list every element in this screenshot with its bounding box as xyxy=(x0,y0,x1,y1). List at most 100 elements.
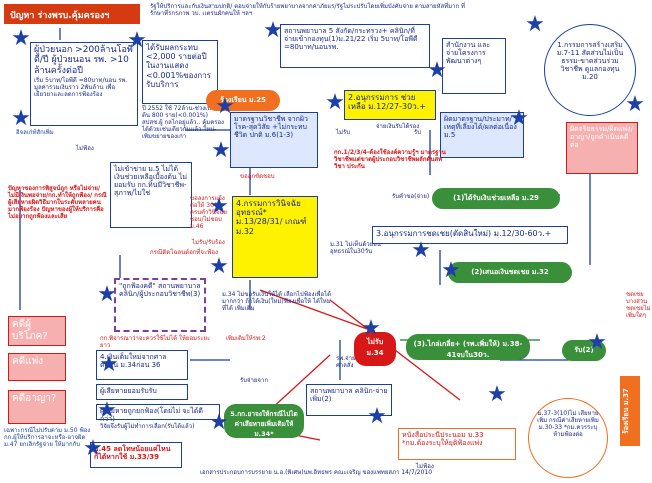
not-entitled-box: ไม่เข้าข่าย ม.5 ไม่ได้เงินช่วยเหลือเบื้อ… xyxy=(110,162,192,228)
sub1-circle: 1.กรรมการสร้างเสริม ม.7-11 สัดส่วนไม่เป็… xyxy=(544,24,636,116)
star-icon: ★ xyxy=(625,92,645,117)
star-icon: ★ xyxy=(127,28,147,53)
criminal-note: เฉพาะกรณีไม่ปรับตาม ม.50 ฟ้อง กก.ผู้ให้บ… xyxy=(4,427,91,448)
office-box: สำนักงาน และจ่ายโครงการ พัฒนาต่างๆ xyxy=(442,38,506,94)
damage-text: ผู้เสียหายยอมรับรับ xyxy=(100,387,157,395)
roadmap-pill[interactable]: ร้องเรียน ม.25 xyxy=(206,90,280,111)
star-icon: ★ xyxy=(209,254,229,279)
star-icon: ★ xyxy=(215,94,235,119)
star-icon: ★ xyxy=(211,138,231,163)
right-no-sue: ไม่ฟ้อง xyxy=(416,463,434,470)
damage2-box: ผู้เสียหายถูกยกฟ้อง(โดยไม่ จะได้ดีกว่า) xyxy=(96,404,220,424)
receive-left: ไม่รับ xyxy=(336,129,351,136)
accept-right: รับ xyxy=(414,129,422,136)
committee-side: ขอลงการแจ้งต่อให้ 30วันครบคำวินิจฉัยชอบ/… xyxy=(190,195,228,230)
fund-note: เพิ่มเติมให้รพ.2 xyxy=(226,335,266,342)
compensation-box: 4.เงินเต็มใหม่จากศาลตัดสิน ม.34ก่อน 36 xyxy=(96,350,188,380)
star-icon: ★ xyxy=(97,398,117,423)
withdraw-label: รับจ่ายจาก xyxy=(240,377,268,384)
criminal-right-text: ม.37-3(10)ไม่ เสียหายเพิ่ม กรณีค่าเสียหา… xyxy=(537,410,599,438)
star-icon: ★ xyxy=(83,436,103,461)
outpatient-title: ผู้ป่วยนอก >200ล้านโอพีดี/ปี ผู้ป่วยนอน … xyxy=(34,45,133,76)
problems-text: ปัญหาของการพิสูจน์ถูก หรือไม่จ่าย/ไม่มีเ… xyxy=(8,185,107,220)
right-side-note: ชดเชยบางส่วน ชดเชยไม่เพิ่มใดๆ xyxy=(626,291,651,319)
note-red: กก.1/2/3/4-ต้องใช้องค์ความรู้ฯ มาตรฐานวิ… xyxy=(334,149,446,170)
civil-case-label: คดีแพ่ง xyxy=(12,356,44,367)
injury-title: ได้รับผลกระทบ <2,000 รายต่อปี ในงานแสดง … xyxy=(146,43,212,89)
outpatient-box: ผู้ป่วยนอก >200ล้านโอพีดี/ปี ผู้ป่วยนอน … xyxy=(30,42,138,126)
clinic-box: สถานพยาบาล คลินิก-จ่ายเพิ่ม(2) xyxy=(306,384,392,416)
comp5-pill[interactable]: 5.กก.ยาจงให้กรณีไปไต ค่าเสียหายเพิ่มเติม… xyxy=(224,404,304,438)
standard-violation-box: ผิดมาตรฐาน/ประมาท/เหตุที่เลี่ยงได้/ผลต่อ… xyxy=(440,112,524,158)
court-box: "ถูกฟ้องคดี" สถานพยาบาล คลินิก/ผู้ประกอบ… xyxy=(114,278,206,332)
m34-note: ม.34 ไม่ขอรับเงินให้ได้ เลือกไปฟ้องเพื่อ… xyxy=(222,291,331,312)
court-flow-box: หนังสือประนีประนอม ม.33 *กม.ต้องระบุให้ย… xyxy=(398,428,516,460)
dispute-note: ขอลูกขัดชอบ xyxy=(240,173,275,180)
star-icon: ★ xyxy=(11,26,31,51)
damage2-text: ผู้เสียหายถูกยกฟ้อง(โดยไม่ จะได้ดีกว่า) xyxy=(100,407,203,424)
appeal-right-bar: ร้องเรียน ม.37 xyxy=(620,376,640,446)
star-icon: ★ xyxy=(487,382,507,407)
m45-text: ม.45 ลดโทษน้อยแค่ไหน ก็ได้หากใช้ ม.33/39 xyxy=(94,445,171,462)
criminal-right-circle: ม.37-3(10)ไม่ เสียหายเพิ่ม กรณีค่าเสียหา… xyxy=(528,398,608,478)
court-pay-note: รพ.จ่ายตาม ศาลสั่ง xyxy=(336,355,367,369)
damage-box: ผู้เสียหายยอมรับรับ xyxy=(96,384,188,400)
criminal-case-label: คดีอาญา? xyxy=(12,393,57,404)
no-receive-pill[interactable]: ไม่รับ ม.34 xyxy=(354,332,396,366)
committee-box: 4.กรรมการวินิจฉัยอุทธรณ์* ม.13/28/31/ เก… xyxy=(232,196,318,278)
star-icon: ★ xyxy=(525,12,545,37)
sub2-note: จ่ายเงินรับได้รอง xyxy=(376,123,420,130)
committee-box-text: 4.กรรมการวินิจฉัยอุทธรณ์* ม.13/28/31/ เก… xyxy=(236,199,307,236)
standard-box-text: มาตรฐานวิชาชีพ จากผิวโรค-สุดวิสัย +ไม่กร… xyxy=(234,115,308,140)
star-icon: ★ xyxy=(427,58,447,83)
star-icon: ★ xyxy=(509,106,529,131)
header-subtitle: รัฐให้ปริการและกับเงินสามปกติ/ ตอบจ่ายให… xyxy=(150,3,465,17)
consumer-case-label: คดีผู้บริโภค? xyxy=(12,319,48,342)
payment-pill[interactable]: (1)ได้รับเงินช่วยเหลือ ม.29 xyxy=(432,188,560,209)
consumer-case-box[interactable]: คดีผู้บริโภค? xyxy=(8,316,66,346)
star-icon: ★ xyxy=(367,404,387,429)
civil-case-box[interactable]: คดีแพ่ง xyxy=(8,353,66,381)
star-icon: ★ xyxy=(97,282,117,307)
compensation-text: 4.เงินเต็มใหม่จากศาลตัดสิน ม.34ก่อน 36 xyxy=(100,353,167,370)
header-title: ปัญหา ร่างพรบ.คุ้มครองฯ xyxy=(4,4,140,24)
decision-side: รับคำขอ(จ่าย) xyxy=(392,193,430,200)
standard-box: มาตรฐานวิชาชีพ จากผิวโรค-สุดวิสัย +ไม่กร… xyxy=(230,112,318,168)
not-entitled-text: ไม่เข้าข่าย ม.5 ไม่ได้เงินช่วยเหลือเบื้อ… xyxy=(114,165,188,198)
star-icon: ★ xyxy=(11,106,31,131)
injury-box: ได้รับผลกระทบ <2,000 รายต่อปี ในงานแสดง … xyxy=(142,40,218,104)
insurance-note: กรณีติดโฉลนต์อกที่จะฟ้อง xyxy=(150,249,218,256)
sub2-box: 2.อนุกรรมการ ช่วยเหลือ ม.12/27-30ว.+ xyxy=(344,90,436,120)
criminal-case-box[interactable]: คดีอาญา? xyxy=(8,390,66,424)
court-label: "ถูกฟ้องคดี" สถานพยาบาล คลินิก/ผู้ประกอบ… xyxy=(119,282,201,299)
final-pill[interactable]: (3).ไกล่เกลี่ย+ (รพ.เพิ่มให้) ม.38-41จบใ… xyxy=(406,334,530,360)
star-icon: ★ xyxy=(587,330,607,355)
decision-box: 3.อนุกรรมการชดเชย(ตัดสินใหม่) ม.12/30-60… xyxy=(372,226,568,244)
cost-label: อิจลเก่ท์สักเพิ่ม xyxy=(16,129,54,136)
consider-note: กก.พิจารณาว่าจะควรใช้ไม่ได้ ให้ยอมระยะยา… xyxy=(100,335,211,349)
outpatient-note: เริ่ม 5บาท/โอพีดี =80บาท/นอน รพ. มูลค่าร… xyxy=(34,77,128,98)
decision-text: 3.อนุกรรมการชดเชย(ตัดสินใหม่) ม.12/30-60… xyxy=(376,229,552,238)
star-icon: ★ xyxy=(361,316,381,341)
clinic-text: สถานพยาบาล คลินิก-จ่ายเพิ่ม(2) xyxy=(310,387,388,404)
m45-box: ม.45 ลดโทษน้อยแค่ไหน ก็ได้หากใช้ ม.33/39 xyxy=(90,442,182,468)
sub1-text: 1.กรรมการสร้างเสริม ม.7-11 สัดส่วนไม่เป็… xyxy=(556,41,624,82)
sub2-text: 2.อนุกรรมการ ช่วยเหลือ ม.12/27-30ว.+ xyxy=(348,93,426,112)
star-icon: ★ xyxy=(209,410,229,435)
left-no-sue: ไม่ฟ้อง xyxy=(76,145,94,152)
hospital-fund-text: สถานพยาบาล 5 สังกัด/กระทรวง+ คลินิก/ที่จ… xyxy=(284,27,418,52)
star-icon: ★ xyxy=(325,90,345,115)
receive2-pill[interactable]: รับ(2) xyxy=(562,340,606,361)
star-icon: ★ xyxy=(99,352,119,377)
office-text: สำนักงาน และจ่ายโครงการ พัฒนาต่างๆ xyxy=(446,41,491,66)
hospital-fund-box: สถานพยาบาล 5 สังกัด/กระทรวง+ คลินิก/ที่จ… xyxy=(280,24,430,68)
m31-note: ม.31 ไม่เห็นด้วยยื่นอุทธรณ์ใน30วัน xyxy=(330,241,381,255)
moral-box: ผิดจริยธรรม/ผิดแพ่ง/อาญา/ถูกดำเนินคดีต่อ xyxy=(566,122,638,174)
court-flow-text: หนังสือประนีประนอม ม.33 *กม.ต้องระบุให้ย… xyxy=(402,431,484,448)
settlement-note: วิจัยจึงรับผู้ไม่ทำการเลือก(รับได้แล้ว) xyxy=(100,423,195,430)
footer-credit: เอกสารประกอบการบรรยาย น.อ.(พิเศษ)นพ.อิทธ… xyxy=(200,469,433,476)
standard-violation-text: ผิดมาตรฐาน/ประมาท/เหตุที่เลี่ยงได้/ผลต่อ… xyxy=(444,115,517,140)
comp-proposal-pill[interactable]: (2)เสนอเงินชดเชย ม.32 xyxy=(448,262,572,283)
accept-label: ไม่รับ/รับร้อง xyxy=(192,239,225,246)
moral-text: ผิดจริยธรรม/ผิดแพ่ง/อาญา/ถูกดำเนินคดีต่อ xyxy=(570,125,633,150)
